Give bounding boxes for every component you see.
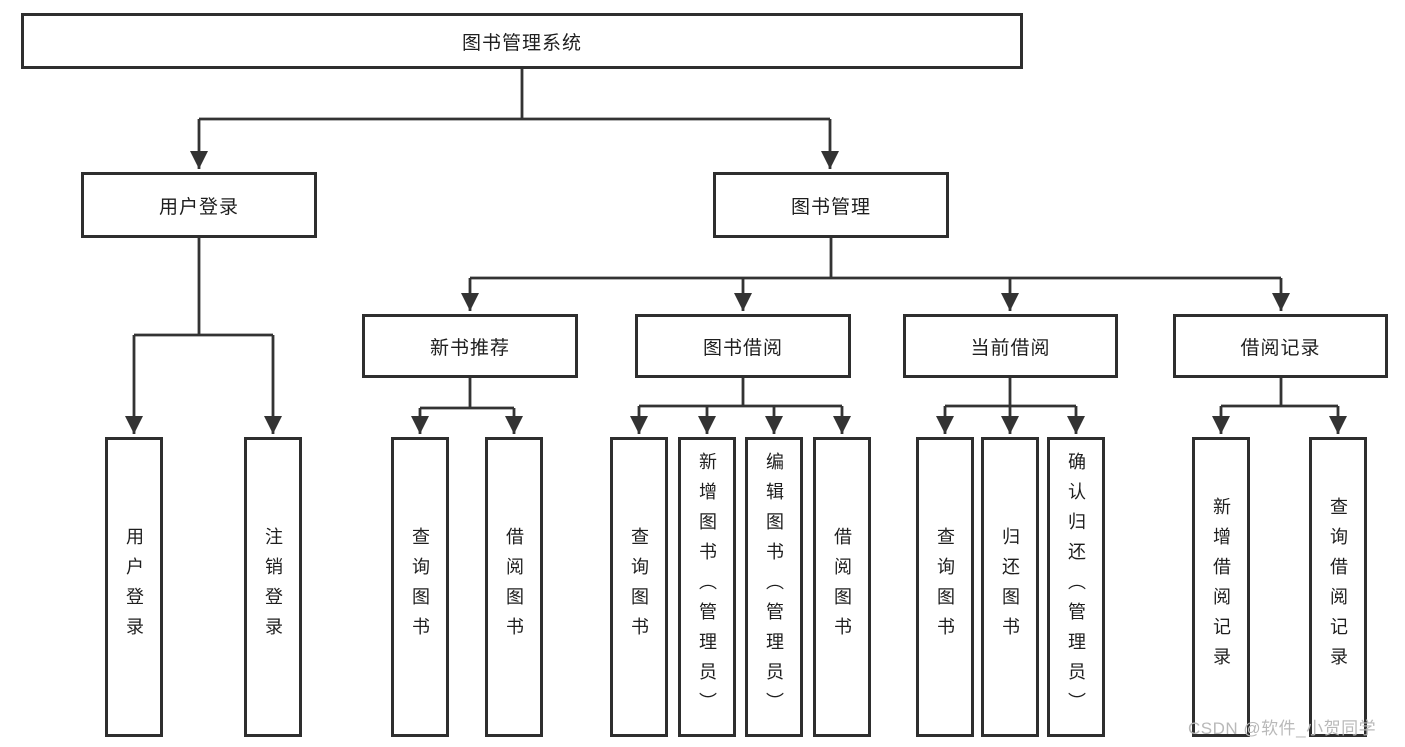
leaf-query-books-1: 查询图书 (391, 437, 449, 737)
leaf-query-books-3: 查询图书 (916, 437, 974, 737)
node-label: 借阅记录 (1240, 337, 1321, 359)
node-label: 图书管理 (790, 196, 871, 218)
leaf-label: 用户登录 (124, 527, 144, 647)
leaf-confirm-return-admin: 确认归还（管理员） (1047, 437, 1105, 737)
node-book-management-branch: 图书管理 (713, 172, 949, 238)
node-label: 用户登录 (158, 196, 239, 218)
node-user-login-branch: 用户登录 (81, 172, 317, 238)
leaf-borrow-books-1: 借阅图书 (485, 437, 543, 737)
leaf-label: 查询借阅记录 (1328, 497, 1348, 677)
leaf-edit-books-admin: 编辑图书（管理员） (745, 437, 803, 737)
node-new-book-recommend: 新书推荐 (362, 314, 578, 378)
node-borrowing-records: 借阅记录 (1173, 314, 1388, 378)
leaf-label: 借阅图书 (504, 527, 524, 647)
node-label: 新书推荐 (429, 337, 510, 359)
node-label: 图书管理系统 (461, 32, 582, 54)
leaf-add-books-admin: 新增图书（管理员） (678, 437, 736, 737)
leaf-label: 查询图书 (935, 527, 955, 647)
node-label: 图书借阅 (702, 337, 783, 359)
leaf-user-login: 用户登录 (105, 437, 163, 737)
leaf-label: 注销登录 (263, 527, 283, 647)
node-current-borrowing: 当前借阅 (903, 314, 1118, 378)
leaf-label: 新增借阅记录 (1211, 497, 1231, 677)
leaf-query-borrow-record: 查询借阅记录 (1309, 437, 1367, 737)
leaf-label: 编辑图书（管理员） (764, 452, 784, 722)
leaf-label: 确认归还（管理员） (1066, 452, 1086, 722)
leaf-borrow-books-2: 借阅图书 (813, 437, 871, 737)
tree-elbow-paths (134, 69, 1338, 410)
leaf-label: 查询图书 (410, 527, 430, 647)
leaf-label: 查询图书 (629, 527, 649, 647)
leaf-label: 借阅图书 (832, 527, 852, 647)
leaf-label: 新增图书（管理员） (697, 452, 717, 722)
leaf-logout: 注销登录 (244, 437, 302, 737)
node-book-borrowing: 图书借阅 (635, 314, 851, 378)
node-label: 当前借阅 (970, 337, 1051, 359)
leaf-return-books: 归还图书 (981, 437, 1039, 737)
leaf-add-borrow-record: 新增借阅记录 (1192, 437, 1250, 737)
leaf-query-books-2: 查询图书 (610, 437, 668, 737)
csdn-watermark: CSDN @软件_小贺同学 (1188, 719, 1377, 738)
node-root-system: 图书管理系统 (21, 13, 1023, 69)
leaf-label: 归还图书 (1000, 527, 1020, 647)
